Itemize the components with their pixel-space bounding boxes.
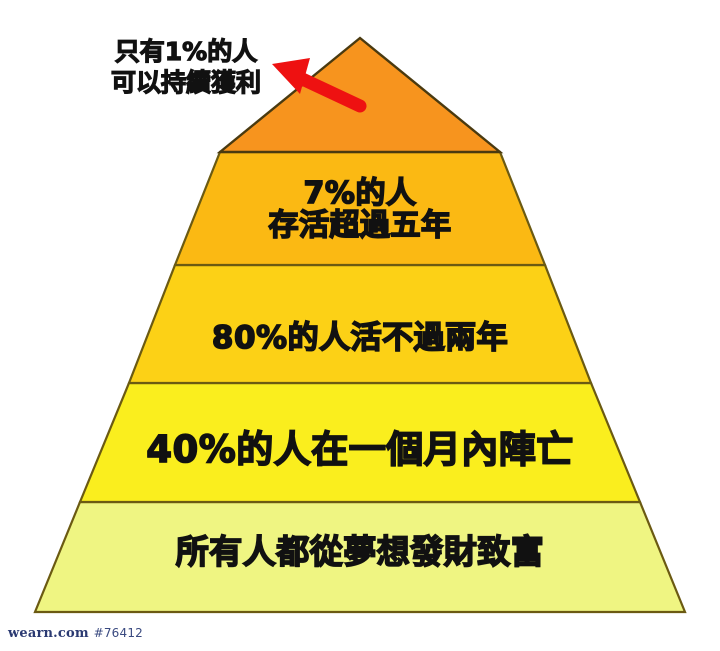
pyramid-tier-4 [78,381,642,504]
pyramid-tier-3 [127,263,593,385]
watermark-site: wearn.com [8,626,89,641]
watermark: wearn.com #76412 [8,626,143,641]
pyramid-tier-5-base [33,500,687,614]
apex-callout-line-1: 只有1%的人 [114,36,258,66]
pyramid-tier-2 [173,150,547,267]
watermark-id: #76412 [93,626,144,640]
pyramid-tier-1-apex [216,36,504,154]
red-arrow-icon [272,58,367,113]
apex-callout-line-2: 可以持續獲利 [110,68,261,98]
apex-callout-text: 只有1%的人 可以持續獲利 [82,36,290,99]
